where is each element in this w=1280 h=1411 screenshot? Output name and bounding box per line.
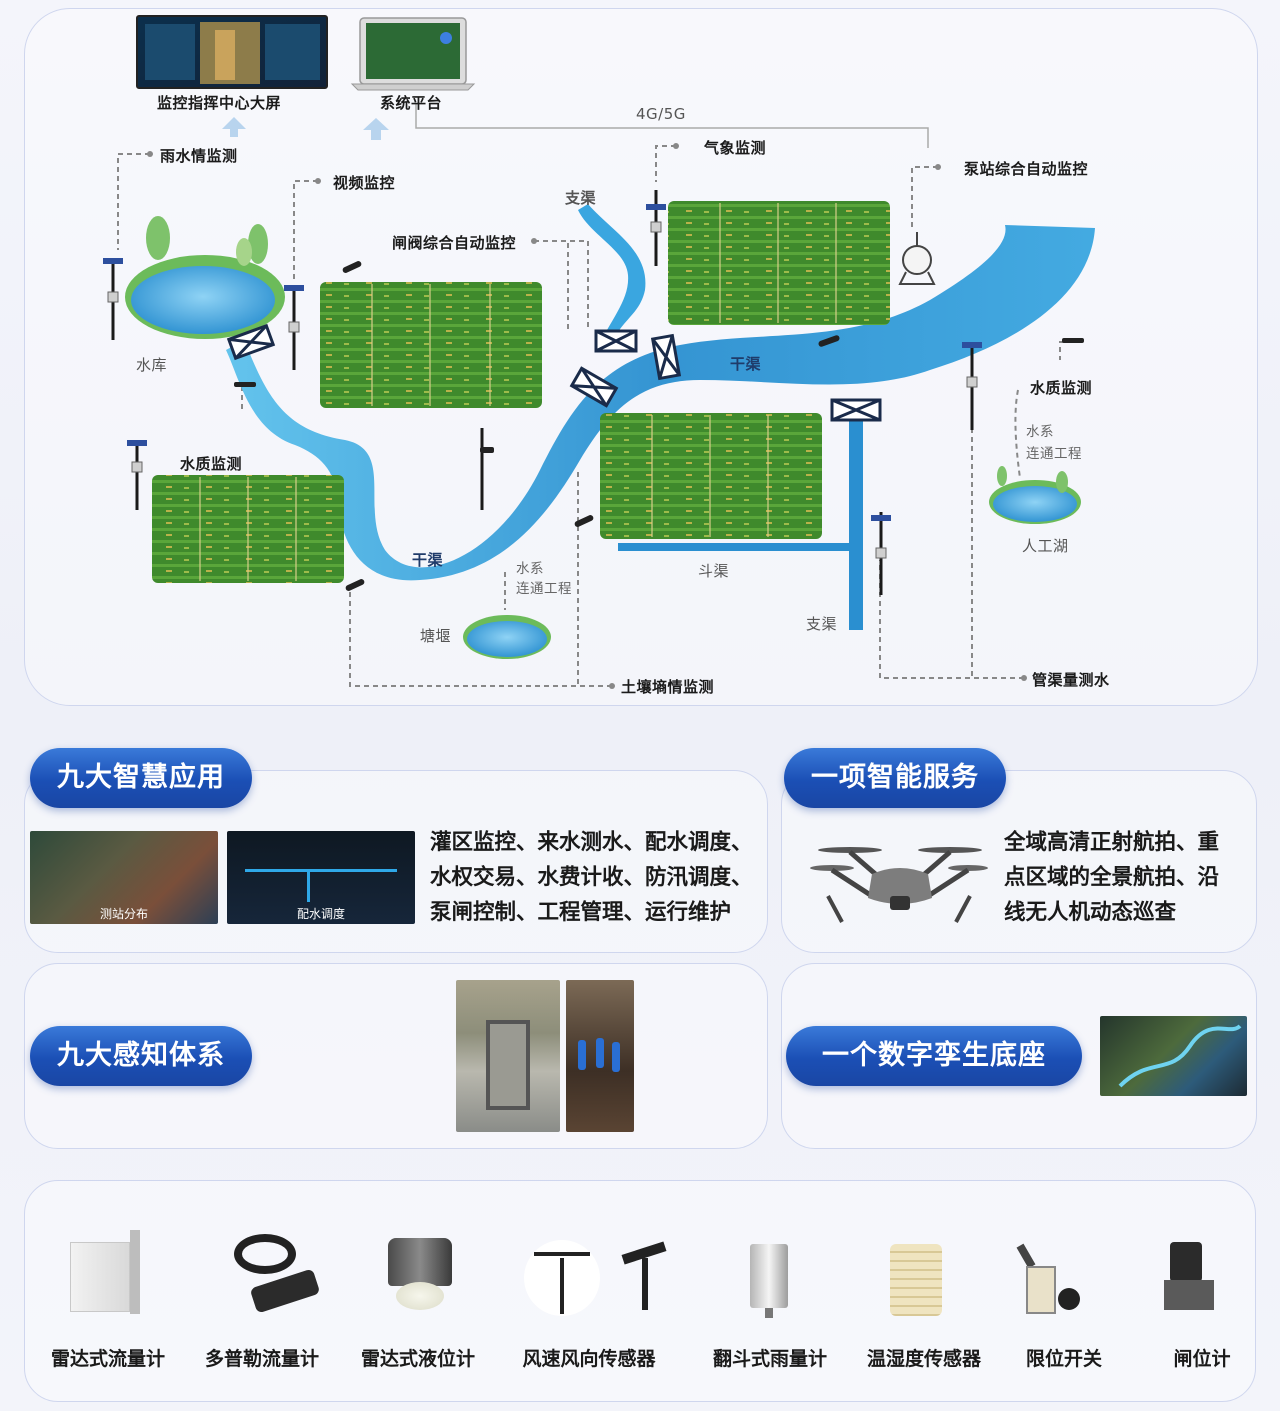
soil-sensor-photo: [566, 980, 634, 1132]
command-center-label: 监控指挥中心大屏: [157, 94, 282, 112]
gate-photo: [456, 980, 560, 1132]
main-canal-left-label: 干渠: [412, 551, 444, 569]
video-monitor-label: 视频监控: [333, 174, 396, 192]
platform-laptop: [350, 17, 476, 91]
apps-title: 九大智慧应用: [30, 748, 252, 808]
branch-canal-top-label: 支渠: [565, 189, 597, 207]
network-label: 4G/5G: [636, 105, 686, 123]
probe-sensors: [234, 261, 1084, 591]
dashed-links: [117, 145, 1082, 687]
pump-monitor-label: 泵站综合自动监控: [964, 160, 1089, 178]
lake-label: 人工湖: [1022, 537, 1069, 555]
digital-twin-thumb: [1100, 1016, 1247, 1096]
gate-monitor-label: 闸阀综合自动监控: [392, 234, 517, 252]
radar-level-meter-image: [388, 1238, 452, 1316]
water-dispatch-thumb: 配水调度: [227, 831, 415, 924]
station-distribution-thumb: 测站分布: [30, 831, 218, 924]
platform-label: 系统平台: [380, 94, 443, 112]
solar-panels: [103, 204, 982, 521]
farm-fields: [152, 201, 890, 583]
water-quality-right-label: 水质监测: [1030, 379, 1093, 397]
command-center-screen: [136, 15, 328, 89]
arrow-up-icon: [222, 117, 246, 137]
arrow-up-icon: [363, 118, 389, 140]
branch-canal-bottom: [849, 412, 863, 630]
connection-left-line2: 连通工程: [516, 581, 572, 597]
apps-text-line: 灌区监控、来水测水、配水调度、: [430, 830, 753, 855]
connection-right-line1: 水系: [1026, 424, 1054, 440]
wind-sensor-image: [524, 1238, 674, 1320]
service-text: 全域高清正射航拍、重 点区域的全景航拍、沿 线无人机动态巡查: [1004, 825, 1219, 930]
lateral-canal-label: 斗渠: [698, 562, 730, 580]
temp-humidity-sensor-image: [890, 1244, 942, 1316]
weather-monitor-label: 气象监测: [704, 139, 767, 157]
connection-right-line2: 连通工程: [1026, 446, 1082, 462]
water-dispatch-caption: 配水调度: [296, 907, 345, 921]
irrigation-diagram: [103, 15, 1095, 689]
apps-text-line: 泵闸控制、工程管理、运行维护: [430, 900, 732, 925]
device-label: 风速风向传感器: [522, 1348, 656, 1370]
device-label: 翻斗式雨量计: [712, 1348, 827, 1370]
gate-position-meter-image: [1160, 1242, 1220, 1316]
soil-monitor-label: 土壤墒情监测: [621, 678, 715, 696]
branch-canal-top: [578, 204, 646, 348]
rain-gauge-image: [750, 1244, 788, 1320]
device-label: 雷达式液位计: [360, 1348, 475, 1370]
pond: [463, 615, 551, 659]
device-label: 雷达式流量计: [50, 1348, 165, 1370]
artificial-lake: [989, 466, 1081, 524]
limit-switch-image: [1010, 1240, 1080, 1322]
sensor-boxes: [107, 221, 978, 559]
service-text-line: 线无人机动态巡查: [1004, 900, 1177, 925]
station-distribution-caption: 测站分布: [99, 907, 148, 921]
device-label: 多普勒流量计: [204, 1348, 319, 1370]
drone-icon: [810, 847, 988, 923]
service-text-line: 点区域的全景航拍、沿: [1004, 865, 1220, 890]
service-title: 一项智能服务: [784, 748, 1006, 808]
twin-river-icon: [1118, 1024, 1242, 1088]
branch-canal-bottom-label: 支渠: [806, 615, 838, 633]
doppler-flowmeter-image: [232, 1232, 322, 1314]
gate-icons: [226, 323, 882, 422]
lateral-canal: [618, 543, 852, 551]
pump-icon: [898, 232, 936, 285]
pipe-measure-label: 管渠量测水: [1032, 671, 1110, 689]
device-label: 限位开关: [1025, 1348, 1102, 1370]
perception-title: 九大感知体系: [30, 1026, 252, 1086]
service-text-line: 全域高清正射航拍、重: [1004, 830, 1220, 855]
twin-title: 一个数字孪生底座: [786, 1026, 1082, 1086]
apps-text: 灌区监控、来水测水、配水调度、 水权交易、水费计收、防汛调度、 泵闸控制、工程管…: [430, 825, 753, 930]
pond-label: 塘堰: [420, 627, 452, 645]
reservoir-label: 水库: [136, 356, 168, 374]
rain-water-monitor-label: 雨水情监测: [160, 147, 238, 165]
main-canal-right-label: 干渠: [730, 355, 762, 373]
apps-text-line: 水权交易、水费计收、防汛调度、: [430, 865, 753, 890]
device-label: 温湿度传感器: [866, 1348, 981, 1370]
radar-flowmeter-image: [66, 1230, 150, 1314]
main-canal: [226, 225, 1095, 581]
reservoir: [125, 216, 285, 339]
water-quality-left-label: 水质监测: [180, 455, 243, 473]
device-label: 闸位计: [1173, 1348, 1231, 1370]
connection-left-line1: 水系: [516, 561, 544, 577]
